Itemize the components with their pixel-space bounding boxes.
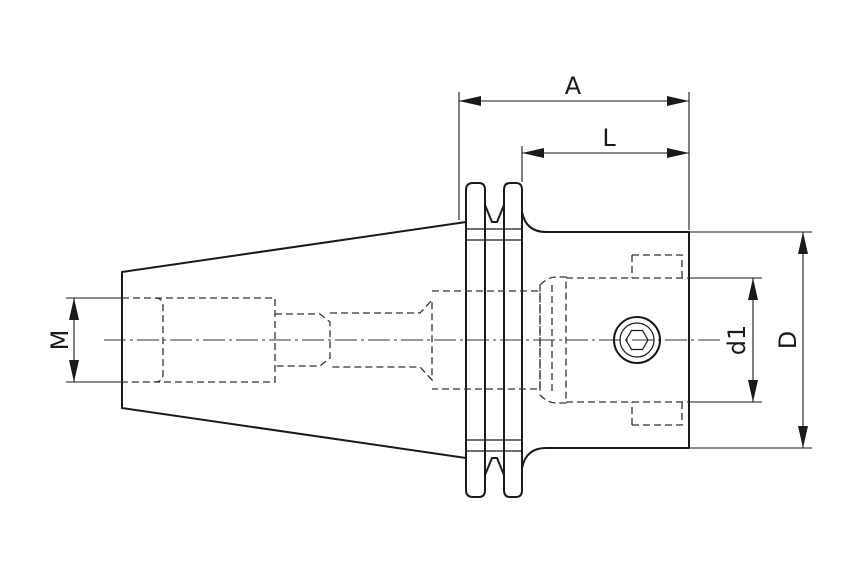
dimension-m: M bbox=[46, 297, 122, 383]
dimension-d1: d1 bbox=[690, 277, 762, 403]
hidden-bore-narrow bbox=[330, 298, 433, 382]
flange-disc-left bbox=[465, 182, 486, 498]
dimension-l: L bbox=[521, 124, 689, 182]
hidden-bore-collar bbox=[539, 276, 567, 404]
dimension-d-label: D bbox=[774, 331, 802, 349]
hidden-bore-step bbox=[275, 313, 331, 367]
flange-disc-right bbox=[503, 182, 523, 498]
hex-socket-screw-icon bbox=[613, 316, 661, 364]
hidden-slot-top bbox=[631, 254, 683, 278]
hidden-slot-bottom bbox=[631, 402, 683, 426]
dimension-m-label: M bbox=[46, 330, 74, 351]
dimension-l-label: L bbox=[602, 124, 616, 152]
hidden-clamp-bore bbox=[566, 277, 689, 403]
dimension-d1-label: d1 bbox=[723, 325, 751, 356]
dimension-a-label: A bbox=[565, 72, 582, 100]
holder-body bbox=[521, 211, 690, 469]
dimension-d: D bbox=[690, 231, 812, 449]
dimension-a: A bbox=[458, 72, 690, 230]
flange-groove bbox=[484, 204, 505, 476]
hidden-bore-thread bbox=[155, 297, 276, 383]
